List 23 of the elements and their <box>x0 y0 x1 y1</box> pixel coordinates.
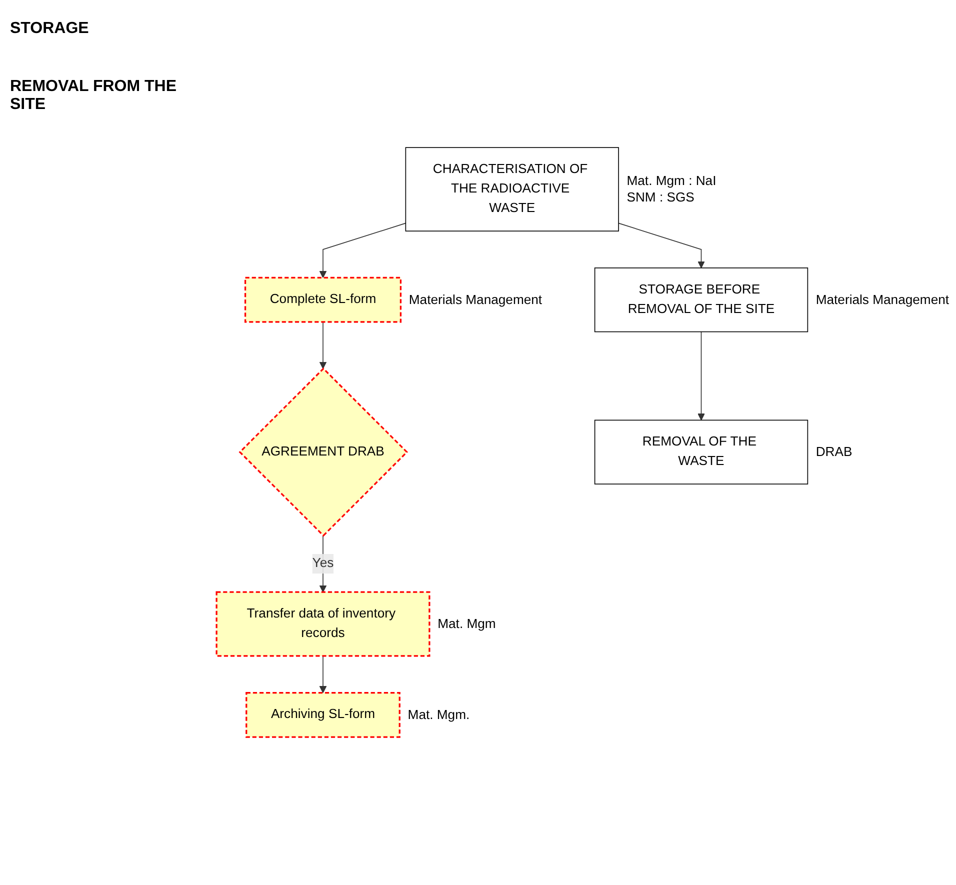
section-heading: REMOVAL FROM THE SITE <box>10 78 178 114</box>
arrow <box>319 322 327 370</box>
section-heading: STORAGE <box>10 20 90 38</box>
edge-label: Yes <box>312 556 334 571</box>
side-note: Mat. Mgm <box>438 616 496 632</box>
node-diamond: AGREEMENT DRAB <box>238 368 408 537</box>
node-box: STORAGE BEFORE REMOVAL OF THE SITE <box>594 268 808 332</box>
side-note: Mat. Mgm : NaI <box>626 173 716 188</box>
arrow <box>319 535 327 593</box>
side-note: Materials Management <box>408 292 542 308</box>
node-box: REMOVAL OF THE WASTE <box>594 420 808 485</box>
node-box: Transfer data of inventory records <box>216 591 430 657</box>
arrow <box>319 222 406 278</box>
node-box: Complete SL-form <box>244 277 402 323</box>
side-note: Mat. Mgm. <box>408 707 470 722</box>
side-note: Materials Management <box>816 292 950 308</box>
arrow <box>618 222 705 268</box>
side-note: DRAB <box>816 444 852 460</box>
node-box: CHARACTERISATION OF THE RADIOACTIVE WASTE <box>405 147 619 232</box>
node-box: Archiving SL-form <box>246 692 400 738</box>
arrow <box>319 656 327 694</box>
side-note: SNM : SGS <box>626 190 694 205</box>
arrow <box>698 332 705 421</box>
